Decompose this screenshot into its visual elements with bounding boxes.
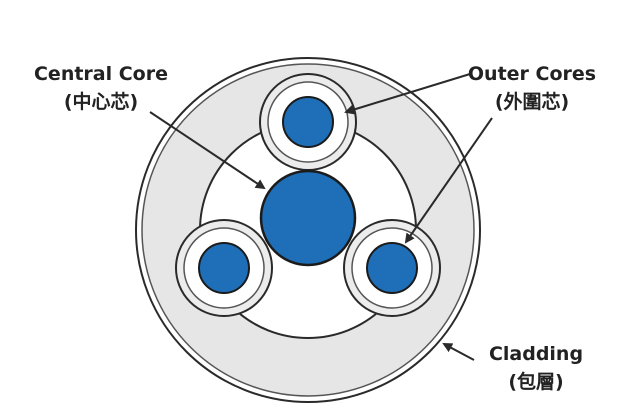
arrow-cladding — [442, 343, 475, 361]
outer-core-top — [259, 73, 357, 171]
outer-core-right — [343, 219, 441, 317]
label-outer-cores-en: Outer Cores — [467, 63, 597, 85]
label-cladding: Cladding (包層) — [476, 340, 596, 396]
label-central-core-zh: (中心芯) — [63, 91, 139, 113]
arrow-outer-core-top — [344, 73, 471, 115]
label-central-core-en: Central Core — [33, 63, 168, 85]
label-outer-cores: Outer Cores (外圍芯) — [452, 60, 612, 116]
central-core — [259, 169, 357, 267]
outer-core-left — [175, 219, 273, 317]
label-cladding-zh: (包層) — [508, 371, 564, 393]
arrow-central-core — [149, 111, 266, 190]
label-central-core: Central Core (中心芯) — [26, 60, 176, 116]
label-outer-cores-zh: (外圍芯) — [494, 91, 570, 113]
label-cladding-en: Cladding — [488, 343, 584, 365]
arrow-outer-core-right — [404, 117, 493, 244]
